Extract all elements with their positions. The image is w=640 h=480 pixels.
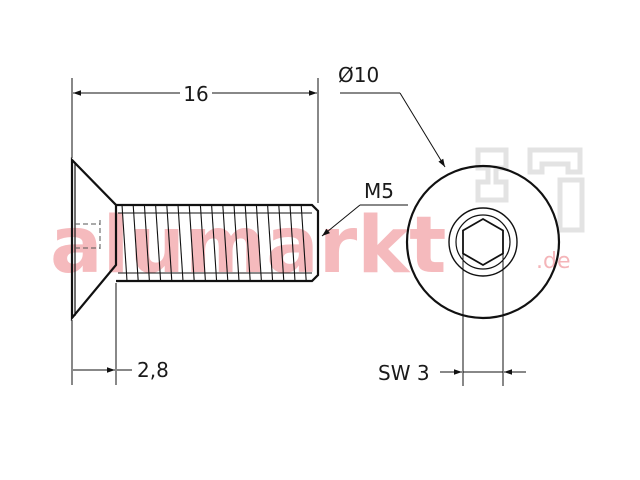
hidden-socket-lines bbox=[75, 220, 101, 252]
dimension-head-height-label: 2,8 bbox=[137, 358, 169, 382]
screw-side-view bbox=[70, 157, 320, 322]
thread-crest-line bbox=[211, 204, 218, 282]
thread-crest-line bbox=[278, 204, 285, 282]
dimension-length-label: 16 bbox=[183, 82, 208, 106]
socket-outer-circle bbox=[448, 207, 518, 277]
thread-crest-line bbox=[300, 204, 307, 282]
dimension-socket-label: SW 3 bbox=[378, 361, 430, 385]
thread-crest-line bbox=[143, 204, 150, 282]
thread-crest-line bbox=[121, 204, 128, 282]
thread-crest-line bbox=[289, 204, 296, 282]
thread-crest-line bbox=[199, 204, 206, 282]
thread-crest-line bbox=[132, 204, 139, 282]
thread-crest-line bbox=[155, 204, 162, 282]
thread-crest-line bbox=[177, 204, 184, 282]
dimension-head-diameter-label: Ø10 bbox=[338, 63, 379, 87]
thread-crest-line bbox=[188, 204, 195, 282]
thread-lines bbox=[121, 204, 307, 282]
dimension-head-height: 2,8 bbox=[71, 283, 169, 385]
thread-callout: M5 bbox=[321, 179, 408, 237]
head-circle bbox=[405, 164, 561, 320]
hex-socket-icon bbox=[462, 217, 504, 267]
thread-callout-label: M5 bbox=[364, 179, 394, 203]
dimension-socket: SW 3 bbox=[378, 254, 526, 386]
dimension-length: 16 bbox=[71, 78, 319, 203]
socket-inner-circle bbox=[455, 214, 511, 270]
profile-logo-icon bbox=[475, 147, 585, 233]
thread-crest-line bbox=[166, 204, 173, 282]
countersunk-head bbox=[70, 157, 118, 322]
dimension-head-diameter: Ø10 bbox=[338, 63, 446, 168]
thread-crest-line bbox=[255, 204, 262, 282]
thread-crest-line bbox=[267, 204, 274, 282]
thread-crest-line bbox=[244, 204, 251, 282]
screw-top-view bbox=[405, 164, 561, 320]
thread-crest-line bbox=[233, 204, 240, 282]
thread-crest-line bbox=[222, 204, 229, 282]
